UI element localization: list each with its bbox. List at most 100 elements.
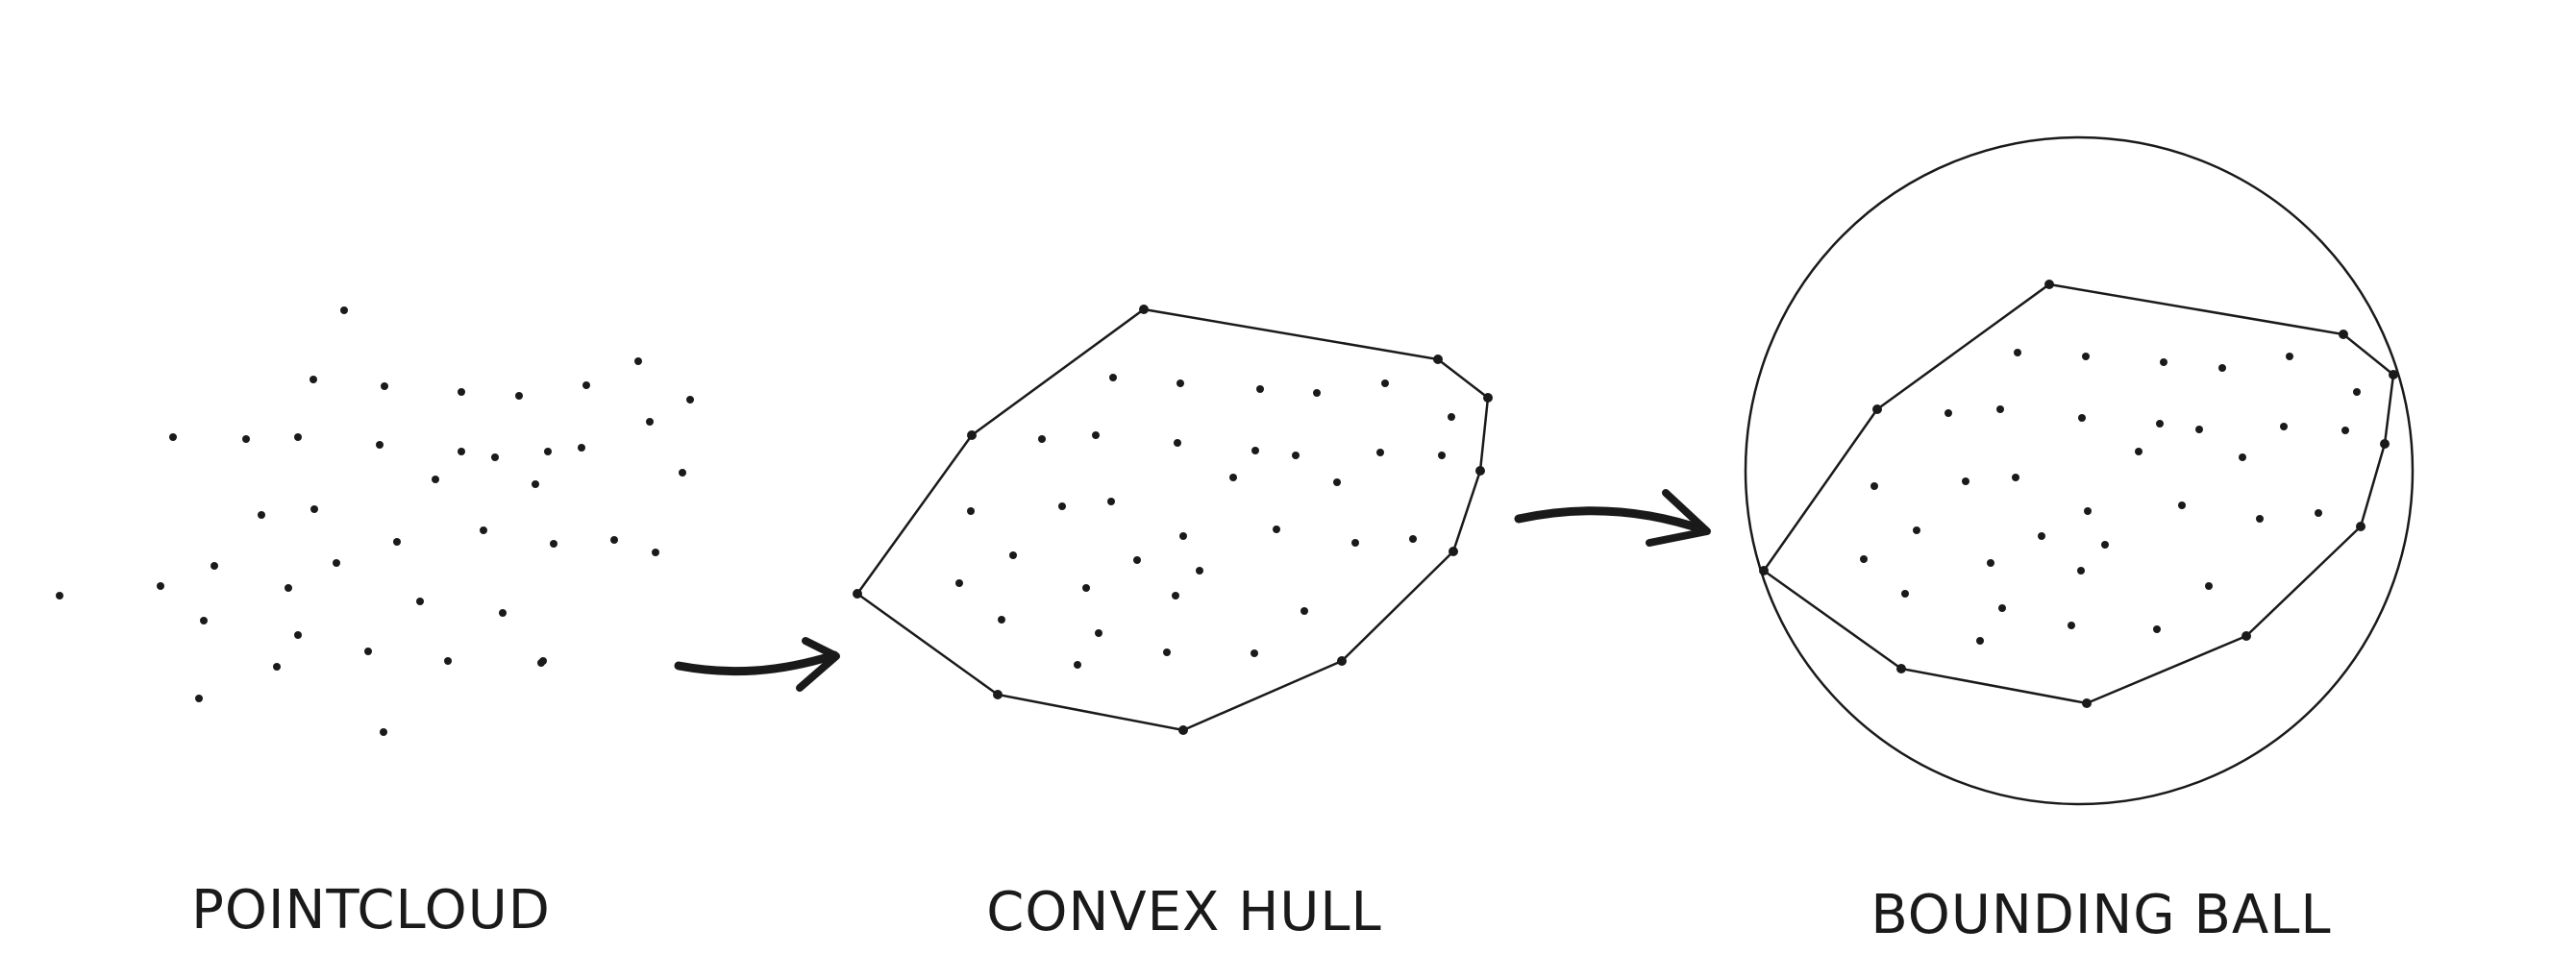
- point: [340, 306, 348, 314]
- point: [1901, 590, 1909, 598]
- point: [1448, 413, 1455, 421]
- point: [2156, 420, 2164, 428]
- point: [2353, 388, 2361, 396]
- point: [458, 388, 465, 396]
- point: [646, 418, 654, 426]
- hull-vertex: [2242, 631, 2251, 641]
- hull-vertex: [2339, 330, 2348, 339]
- point: [2178, 501, 2186, 509]
- point: [2218, 364, 2226, 372]
- hull-vertex: [1433, 355, 1443, 364]
- hull-vertex: [1483, 393, 1493, 403]
- point: [310, 505, 318, 513]
- point: [1409, 535, 1417, 543]
- hull-vertex: [2389, 370, 2398, 379]
- hull-vertex: [2356, 522, 2365, 531]
- point: [2239, 453, 2246, 461]
- point: [2078, 414, 2086, 422]
- caption-bounding-ball: BOUNDING BALL: [1870, 884, 2332, 946]
- point: [376, 441, 384, 449]
- point: [2068, 622, 2075, 629]
- point: [1177, 379, 1184, 387]
- point: [2012, 474, 2019, 481]
- point: [1987, 559, 1994, 567]
- point: [1229, 474, 1237, 481]
- point: [1107, 498, 1115, 505]
- point: [195, 695, 203, 702]
- hull-vertex: [853, 589, 862, 599]
- hull-vertex: [2082, 698, 2092, 708]
- point: [1163, 648, 1171, 656]
- point: [634, 357, 642, 365]
- point: [1976, 637, 1984, 645]
- hull-vertex: [993, 690, 1003, 699]
- point: [1074, 661, 1081, 669]
- point: [294, 433, 302, 441]
- point: [499, 609, 507, 617]
- point: [1179, 532, 1187, 540]
- point: [294, 631, 302, 639]
- hull-polygon: [855, 307, 1490, 732]
- point: [1333, 478, 1341, 486]
- point: [458, 448, 465, 455]
- point: [2101, 541, 2109, 549]
- point: [1109, 374, 1117, 381]
- point: [211, 562, 218, 570]
- point: [200, 617, 208, 624]
- point: [2160, 358, 2167, 366]
- hull-vertex: [1475, 466, 1485, 476]
- caption-convex-hull: CONVEX HULL: [986, 881, 1382, 943]
- point: [1438, 452, 1446, 459]
- point: [1273, 526, 1280, 533]
- hull-vertex: [2380, 439, 2390, 449]
- point: [532, 480, 539, 488]
- point: [1860, 555, 1868, 563]
- point: [381, 382, 388, 390]
- point: [2135, 448, 2143, 455]
- point: [380, 728, 387, 736]
- point: [364, 648, 372, 655]
- point: [1058, 502, 1066, 510]
- point: [1133, 556, 1141, 564]
- point: [2038, 532, 2045, 540]
- hull-vertex: [1896, 664, 1906, 673]
- point: [2082, 353, 2090, 360]
- point: [967, 507, 975, 515]
- point: [1962, 477, 1969, 485]
- point: [1038, 435, 1046, 443]
- point: [1381, 379, 1389, 387]
- point: [432, 476, 439, 483]
- arrow-1-head: [796, 637, 840, 692]
- ball-hull-polygon: [1762, 282, 2395, 705]
- point: [258, 511, 265, 519]
- point: [544, 448, 552, 455]
- point: [1009, 551, 1017, 559]
- point: [2286, 353, 2293, 360]
- arrow-2-head: [1646, 489, 1711, 547]
- point: [393, 538, 401, 546]
- point: [1256, 385, 1264, 393]
- point: [2315, 509, 2322, 517]
- hull-vertex: [1337, 656, 1347, 666]
- point: [310, 376, 317, 383]
- point: [998, 616, 1005, 624]
- point: [242, 435, 250, 443]
- point: [2077, 567, 2085, 575]
- point: [56, 592, 63, 599]
- point: [1251, 447, 1259, 454]
- point: [1870, 482, 1878, 490]
- point: [955, 579, 963, 587]
- point: [1913, 526, 1920, 534]
- point: [582, 381, 590, 389]
- point: [550, 540, 557, 548]
- point: [1300, 607, 1308, 615]
- point: [1095, 629, 1102, 637]
- point: [2341, 427, 2349, 434]
- convex-hull-panel: [853, 305, 1493, 735]
- point: [1292, 452, 1300, 459]
- point: [2195, 426, 2203, 433]
- point: [1998, 604, 2006, 612]
- bounding-ball-circle: [1744, 135, 2415, 806]
- hull-vertex: [1449, 547, 1458, 556]
- point: [679, 469, 686, 477]
